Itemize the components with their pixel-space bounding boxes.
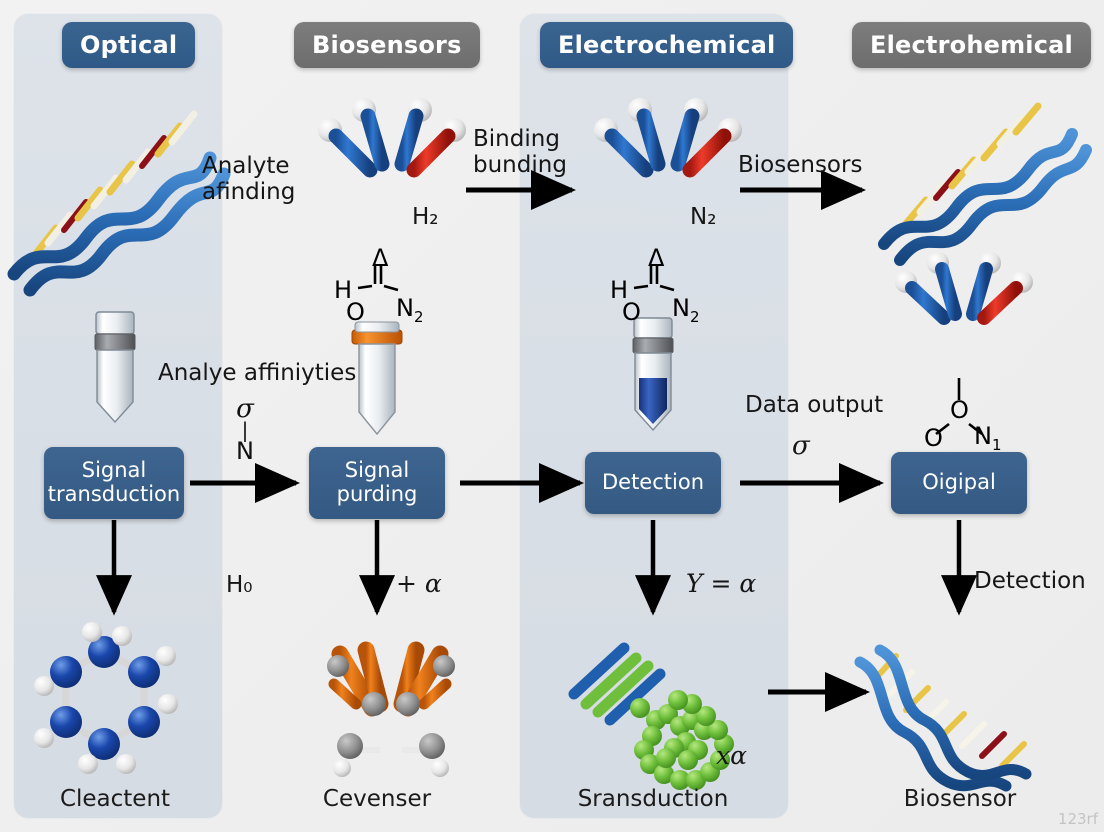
dna-helix-col4-bottom [854, 644, 1032, 792]
column-header-label: Electrochemical [558, 31, 776, 59]
oxygen-symbol: O [622, 298, 641, 326]
label-binding-bunding: Binding bunding [473, 126, 567, 179]
hydrogen-symbol: H [334, 276, 353, 304]
antibody-col2 [318, 98, 466, 234]
tube-col2 [351, 321, 403, 436]
caption-col1: Cleactent [59, 786, 171, 812]
nitrogen-symbol: N2 [672, 294, 700, 326]
watermark: 123rf [1057, 810, 1098, 828]
label-down-col2: + α [396, 569, 442, 598]
process-box-signal-transduction[interactable]: Signal transduction [44, 447, 184, 519]
label-sigma-n-group: σ | N [225, 396, 265, 464]
sigma-symbol: σ [236, 394, 254, 424]
delta-symbol: Δ [372, 244, 389, 272]
antibody-col4 [895, 252, 1033, 379]
caption-col4: Biosensor [903, 786, 1017, 812]
hydrogen-symbol: H [610, 276, 629, 304]
formula-carbamic-col3: Δ H O N2 [606, 244, 706, 326]
oxygen-symbol: O [346, 298, 365, 326]
oxygen-top-symbol: O [950, 396, 969, 424]
molecule-cluster-col1 [34, 622, 178, 774]
nitrogen-symbol: N1 [974, 422, 1002, 454]
formula-carbamic-col2: Δ H O N2 [330, 244, 430, 326]
process-box-label: Oigipal [922, 470, 996, 495]
tube-col1 [94, 311, 136, 424]
label-down-col1: H₀ [226, 572, 253, 598]
column-header-electrohemical[interactable]: Electrohemical [852, 22, 1091, 68]
column-header-label: Optical [80, 31, 178, 59]
bond-lines-carbamic-col2 [357, 264, 399, 292]
label-data-output: Data output [745, 392, 884, 418]
process-box-signal-purding[interactable]: Signal purding [309, 447, 445, 519]
protein-col3 [568, 642, 734, 790]
dna-helix-col1 [7, 110, 231, 297]
label-data-output-sigma: σ [792, 431, 810, 461]
delta-symbol: Δ [648, 244, 665, 272]
process-box-label: Signal purding [336, 458, 418, 506]
bond-lines-nitro-col4 [935, 378, 983, 436]
caption-col3: Sransduction [577, 786, 729, 812]
label-biosensors-arrow: Biosensors [738, 152, 863, 178]
caption-col2: Cevenser [322, 786, 432, 812]
label-antibody-col2: H₂ [412, 204, 439, 230]
label-analyte-affinities: Analye affiniyties [158, 360, 357, 386]
antibody-col3 [594, 98, 742, 234]
antibody-orange-col2 [327, 641, 455, 777]
label-x-alpha-col3: xα [716, 741, 747, 770]
label-analyte-binding: Analyte afinding [202, 153, 296, 206]
process-box-label: Signal transduction [47, 458, 181, 506]
process-box-detection[interactable]: Detection [585, 452, 721, 514]
tube-col3 [632, 317, 674, 432]
label-antibody-col3: N₂ [690, 204, 717, 230]
column-header-biosensors[interactable]: Biosensors [294, 22, 480, 68]
process-box-label: Detection [601, 470, 705, 495]
nitrogen-symbol: N2 [396, 294, 424, 326]
nitrogen-symbol: N [236, 437, 254, 465]
label-down-col3: Y = α [686, 569, 757, 598]
column-header-optical[interactable]: Optical [62, 22, 196, 68]
bond-lines-carbamic-col3 [633, 264, 675, 292]
column-header-electrochemical[interactable]: Electrochemical [540, 22, 794, 68]
process-box-oigipal[interactable]: Oigipal [891, 452, 1027, 514]
bond-symbol: | [241, 418, 249, 442]
oxygen-left-symbol: O [924, 424, 943, 452]
dna-helix-col4-top [878, 102, 1092, 266]
label-down-col4: Detection [974, 568, 1086, 594]
formula-nitro-col4: O O N1 [916, 396, 1026, 456]
column-header-label: Biosensors [312, 31, 462, 59]
column-header-label: Electrohemical [870, 31, 1073, 59]
